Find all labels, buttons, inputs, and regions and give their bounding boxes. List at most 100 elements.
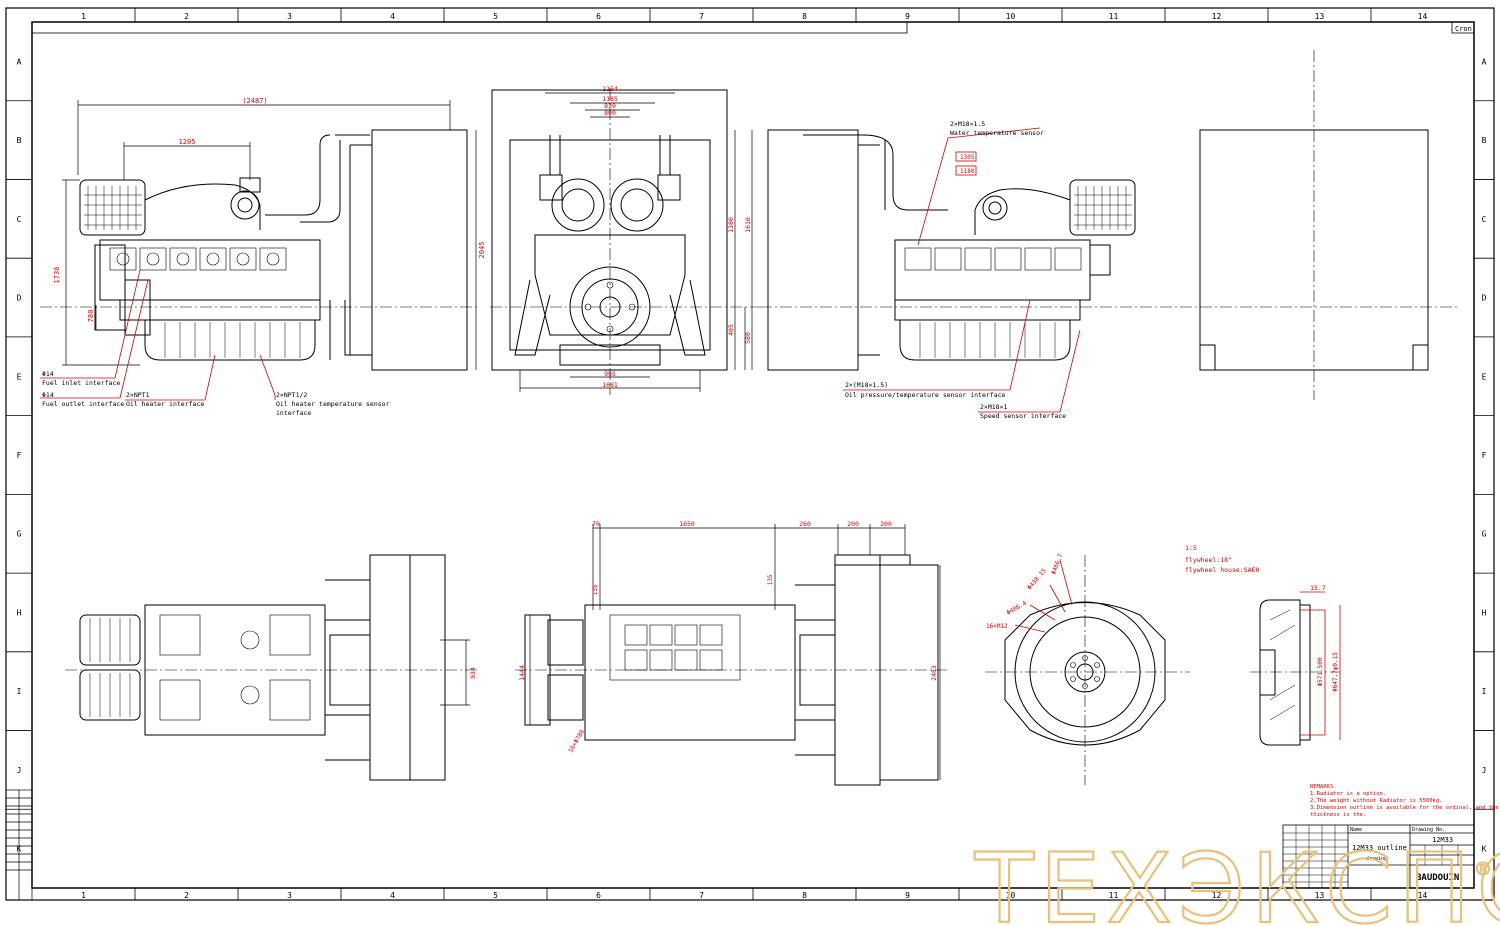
box-dim-a: 1305 <box>960 154 975 161</box>
zone-col-top-10: 10 <box>1006 12 1016 21</box>
top-mid-dim-left: 1444 <box>518 665 526 681</box>
callout-leaders-right <box>843 127 1081 413</box>
top-mid-dim-b: 1650 <box>679 520 695 528</box>
zone-col-top-12: 12 <box>1212 12 1222 21</box>
flywheel-section-dim-a: Φ571.500 <box>1317 657 1324 686</box>
flywheel-section-view <box>1250 599 1340 746</box>
fuel-outlet-size: Φ14 <box>42 391 54 399</box>
zone-col-bottom-11: 11 <box>1109 891 1119 900</box>
fuel-inlet-label: Fuel inlet interface <box>42 379 120 387</box>
title-company: BAUDOUIN <box>1416 873 1459 883</box>
zone-row-left-H: H <box>17 608 22 617</box>
top-mid-dim-d: 200 <box>847 520 859 528</box>
zone-col-top-13: 13 <box>1315 12 1325 21</box>
flywheel-scale: 1:5 <box>1185 544 1197 552</box>
zone-col-top-14: 14 <box>1418 12 1428 21</box>
top-mid-dim-e: 200 <box>880 520 892 528</box>
zone-row-right-I: I <box>1482 687 1487 696</box>
top-left-width: 934 <box>469 667 477 679</box>
front-dim-right-4: 580 <box>744 332 752 344</box>
zone-row-right-C: C <box>1482 215 1487 224</box>
dim-top-span: 1205 <box>179 138 196 146</box>
zone-col-top-11: 11 <box>1109 12 1119 21</box>
title-drawing-no-label: Drawing No. <box>1412 827 1445 833</box>
zone-col-top-4: 4 <box>390 12 395 21</box>
zone-row-left-C: C <box>17 215 22 224</box>
oil-heater-size: 2×NPT1 <box>126 391 150 399</box>
zone-col-top-5: 5 <box>493 12 498 21</box>
watermark-logo: ТЕХЭКСПО <box>974 833 1500 926</box>
radiator-rear-view <box>1199 50 1429 400</box>
zone-grid <box>6 8 1494 900</box>
front-dim-right-1: 1380 <box>727 217 735 233</box>
zone-row-left-E: E <box>17 372 22 381</box>
zone-row-right-F: F <box>1482 451 1487 460</box>
oil-heater-temp-size: 2×NPT1/2 <box>276 391 307 399</box>
zone-row-left-J: J <box>17 766 22 775</box>
flywheel-dim-d: 16×M12 <box>986 623 1008 630</box>
flywheel-section-top: 15.7 <box>1310 584 1326 592</box>
zone-col-bottom-3: 3 <box>287 891 292 900</box>
front-dim-top-1: 2154 <box>602 85 618 93</box>
zone-row-right-E: E <box>1482 372 1487 381</box>
flywheel-housing: flywheel house:SAE0 <box>1185 566 1259 574</box>
revision-strip <box>5 789 33 901</box>
flywheel-dim-b: Φ438.15 <box>1026 567 1048 591</box>
speed-sensor-label: Speed sensor interface <box>980 412 1066 420</box>
top-mid-dim-f: 135 <box>592 584 599 595</box>
front-view <box>490 88 760 395</box>
top-mid-dim-right: 2483 <box>930 665 938 681</box>
top-mid-dim-g: 135 <box>767 574 774 585</box>
side-view-right <box>760 129 1460 371</box>
zone-row-right-G: G <box>1482 530 1487 539</box>
zone-col-bottom-1: 1 <box>81 891 86 900</box>
title-name: 12M33 outline <box>1352 844 1407 852</box>
zone-col-bottom-6: 6 <box>596 891 601 900</box>
zone-row-left-A: A <box>17 57 22 66</box>
zone-col-bottom-2: 2 <box>184 891 189 900</box>
zone-col-bottom-4: 4 <box>390 891 395 900</box>
flywheel-dim-a: Φ406.4 <box>1006 600 1029 617</box>
oil-heater-temp-label-2: interface <box>276 409 311 417</box>
title-block <box>1282 824 1475 889</box>
notes-line-4: thickness is the. <box>1310 812 1366 818</box>
oil-heater-label: Oil heater interface <box>126 400 204 408</box>
fuel-outlet-label: Fuel outlet interface <box>42 400 124 408</box>
zone-col-top-9: 9 <box>905 12 910 21</box>
flywheel-section-dims <box>1300 591 1341 740</box>
front-dim-right-2: 1610 <box>744 217 752 233</box>
zone-col-top-3: 3 <box>287 12 292 21</box>
zone-row-right-D: D <box>1482 294 1487 303</box>
zone-row-right-B: B <box>1482 136 1487 145</box>
zone-col-bottom-10: 10 <box>1006 891 1016 900</box>
oil-pressure-size: 2×(M18×1.5) <box>845 381 888 389</box>
front-dim-top-2: 1185 <box>602 95 618 103</box>
dim-frame-height: 2045 <box>478 242 486 259</box>
flywheel-section-dim-b: Φ647.7φ0.15 <box>1332 652 1339 692</box>
zone-col-bottom-12: 12 <box>1212 891 1222 900</box>
flywheel-size: flywheel:18" <box>1185 556 1232 564</box>
title-name-label: Name <box>1350 827 1362 833</box>
top-mid-dim-a: 70 <box>592 520 600 528</box>
notes-line-2: 2.The weight without Radiator is 5500kg. <box>1310 798 1442 804</box>
side-view-left <box>40 100 480 371</box>
top-mid-dim-c: 260 <box>799 520 811 528</box>
flywheel-leaders <box>1014 559 1073 633</box>
zone-col-top-7: 7 <box>699 12 704 21</box>
zone-col-bottom-14: 14 <box>1418 891 1428 900</box>
flywheel-face-view <box>985 555 1190 785</box>
dim-height: 1736 <box>53 267 61 284</box>
zone-col-top-2: 2 <box>184 12 189 21</box>
watermark-registered: ® <box>1474 859 1492 880</box>
zone-row-left-F: F <box>17 451 22 460</box>
water-temp-label: Water temperature sensor <box>950 129 1044 137</box>
top-mid-hole: 16×Φ780 <box>567 728 586 754</box>
front-dim-top-4: 800 <box>604 109 616 117</box>
title-name-sub: drawing <box>1366 856 1387 862</box>
flywheel-dim-c: Φ466.7 <box>1050 553 1064 576</box>
zone-row-right-J: J <box>1482 766 1487 775</box>
front-dim-bottom-2: 1681 <box>602 381 618 389</box>
fuel-inlet-size: Φ14 <box>42 370 54 378</box>
